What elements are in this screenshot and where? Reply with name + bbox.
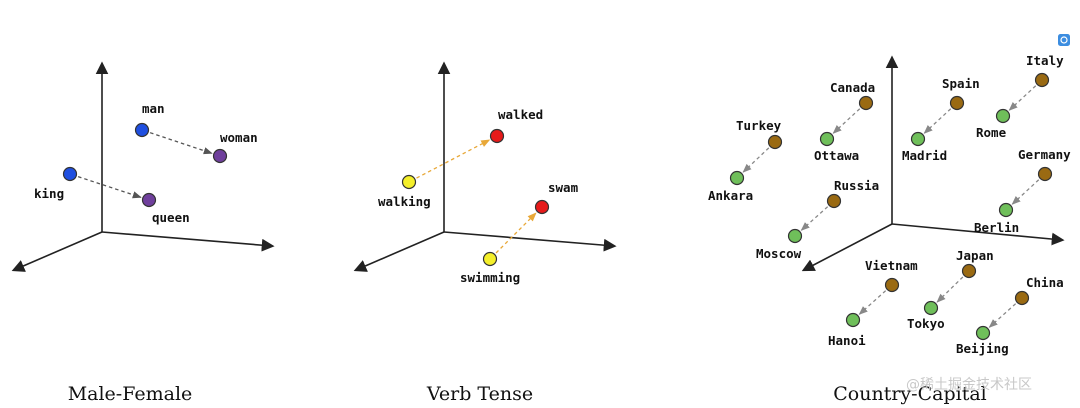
panel-verb-tense: walking walked swimming swam Verb Tense (353, 61, 617, 405)
point-walking (401, 174, 417, 190)
arrow-turkey-to-ankara (742, 147, 770, 173)
point-italy (1034, 72, 1050, 88)
arrow-italy-to-rome (1008, 85, 1037, 111)
point-canada (858, 95, 874, 111)
point-hanoi (845, 312, 861, 328)
point-vietnam (884, 277, 900, 293)
arrow-canada-to-ottawa (832, 108, 861, 134)
caption-country-capital: Country-Capital (833, 383, 986, 405)
word-label-moscow: Moscow (756, 246, 802, 261)
point-china (1014, 290, 1030, 306)
point-madrid (910, 131, 926, 147)
arrow-swimming-to-swam (495, 212, 537, 254)
word-label-hanoi: Hanoi (828, 333, 866, 348)
word-label-swimming: swimming (460, 270, 520, 285)
point-moscow (787, 228, 803, 244)
point-ankara (729, 170, 745, 186)
point-rome (995, 108, 1011, 124)
point-ottawa (819, 131, 835, 147)
word-label-man: man (142, 101, 165, 116)
word-label-tokyo: Tokyo (907, 316, 945, 331)
point-turkey (767, 134, 783, 150)
word-label-woman: woman (220, 130, 258, 145)
axes-male-female (11, 61, 275, 272)
axes-verb-tense (353, 61, 617, 272)
point-beijing (975, 325, 991, 341)
point-walked (489, 128, 505, 144)
word-label-ottawa: Ottawa (814, 148, 859, 163)
caption-verb-tense: Verb Tense (426, 383, 533, 405)
word-label-japan: Japan (956, 248, 994, 263)
caption-male-female: Male-Female (68, 383, 193, 405)
arrow-japan-to-tokyo (936, 276, 964, 303)
arrow-china-to-beijing (988, 303, 1017, 328)
word-label-russia: Russia (834, 178, 879, 193)
word-label-ankara: Ankara (708, 188, 753, 203)
axes-country-capital (801, 55, 1065, 272)
app-badge-icon (1058, 34, 1070, 46)
panel-country-capital: Turkey Ankara Canada Ottawa Spain Madrid… (708, 53, 1071, 405)
point-queen (141, 192, 157, 208)
word-label-italy: Italy (1026, 53, 1064, 68)
point-king (62, 166, 78, 182)
word-label-swam: swam (548, 180, 579, 195)
arrow-spain-to-madrid (923, 108, 952, 134)
point-spain (949, 95, 965, 111)
point-berlin (998, 202, 1014, 218)
word-label-walked: walked (498, 107, 543, 122)
arrow-vietnam-to-hanoi (858, 290, 887, 315)
point-woman (212, 148, 228, 164)
word-label-canada: Canada (830, 80, 875, 95)
word-label-queen: queen (152, 210, 190, 225)
word-label-vietnam: Vietnam (865, 258, 918, 273)
word-label-madrid: Madrid (902, 148, 947, 163)
arrow-walking-to-walked (416, 139, 491, 179)
arrow-king-to-queen (77, 176, 142, 199)
watermark-text: @稀土掘金技术社区 (906, 377, 1032, 393)
arrow-man-to-woman (149, 132, 213, 155)
word-label-turkey: Turkey (736, 118, 782, 133)
word-label-china: China (1026, 275, 1064, 290)
point-man (134, 122, 150, 138)
point-germany (1037, 166, 1053, 182)
word-label-walking: walking (378, 194, 431, 209)
word-label-spain: Spain (942, 76, 980, 91)
word-label-beijing: Beijing (956, 341, 1009, 356)
point-russia (826, 193, 842, 209)
point-swam (534, 199, 550, 215)
arrow-russia-to-moscow (800, 206, 829, 231)
word-label-rome: Rome (976, 125, 1007, 140)
point-swimming (482, 251, 498, 267)
point-japan (961, 263, 977, 279)
point-tokyo (923, 300, 939, 316)
panel-male-female: man woman king queen Male-Female (11, 61, 275, 405)
word-label-berlin: Berlin (974, 220, 1019, 235)
word-label-king: king (34, 186, 64, 201)
arrow-germany-to-berlin (1011, 179, 1040, 205)
word-label-germany: Germany (1018, 147, 1071, 162)
